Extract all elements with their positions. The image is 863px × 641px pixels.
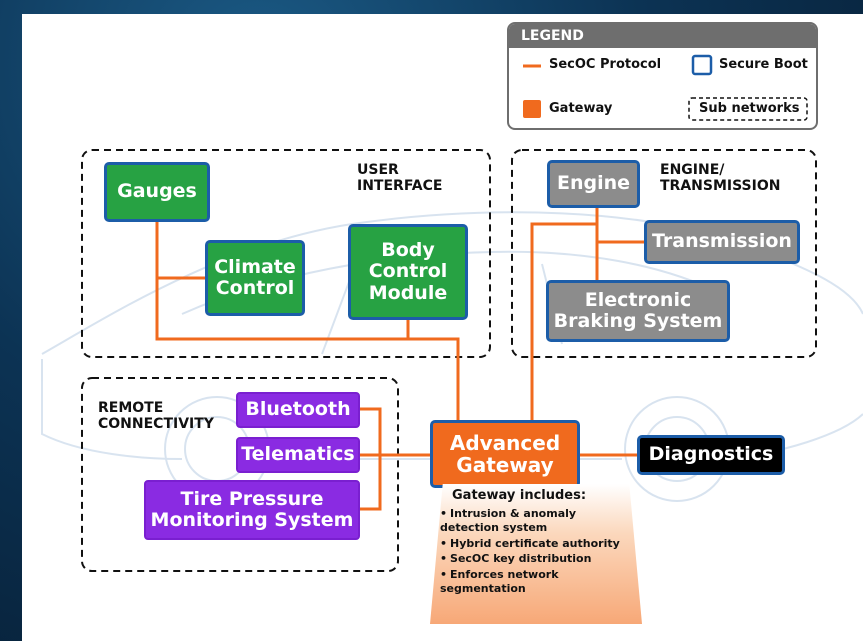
legend-gateway-label: Gateway [549,101,613,116]
legend-title: LEGEND [509,24,816,48]
engine-transmission-label: ENGINE/ TRANSMISSION [660,162,781,195]
climate-control-node[interactable]: Climate Control [205,240,305,316]
transmission-node[interactable]: Transmission [644,220,800,264]
bluetooth-node[interactable]: Bluetooth [236,392,360,428]
gauges-line [155,222,460,428]
remote-connectivity-label: REMOTE CONNECTIVITY [98,400,214,433]
engine-bus-line [530,222,597,428]
legend-secure-boot-label: Secure Boot [719,57,808,72]
gateway-icon [523,100,541,118]
diagnostics-node[interactable]: Diagnostics [637,435,785,475]
secure-boot-icon [691,54,713,76]
sub-networks-icon [688,97,808,121]
legend-symbols [523,54,808,121]
legend-sub-networks-label: Sub networks [699,101,800,116]
gateway-info-item: SecOC key distribution [440,552,642,566]
body-control-module-node[interactable]: Body Control Module [348,224,468,320]
legend-secoc-label: SecOC Protocol [549,57,662,72]
diagram-panel: LEGEND SecOC Protocol Secure Boot Gatewa… [22,14,863,641]
connection-lines [81,149,817,572]
user-interface-boundary [81,149,491,358]
bluetooth-line [360,407,382,511]
gateway-info-item: Enforces network segmentation [440,568,642,596]
electronic-braking-system-node[interactable]: Electronic Braking System [546,280,730,342]
gateway-info-callout: Gateway includes: Intrusion & anomaly de… [430,484,642,624]
gateway-info-item: Intrusion & anomaly detection system [440,507,590,535]
user-interface-label: USER INTERFACE [357,162,443,195]
gateway-info-list: Intrusion & anomaly detection system Hyb… [430,507,642,596]
remote-boundary [81,377,399,572]
legend: LEGEND SecOC Protocol Secure Boot Gatewa… [507,22,818,130]
telematics-node[interactable]: Telematics [236,437,360,473]
tire-pressure-monitoring-node[interactable]: Tire Pressure Monitoring System [144,480,360,540]
advanced-gateway-node[interactable]: Advanced Gateway [430,420,580,488]
engine-node[interactable]: Engine [547,160,640,208]
gateway-info-item: Hybrid certificate authority [440,537,642,551]
gateway-info-title: Gateway includes: [452,488,587,503]
gauges-node[interactable]: Gauges [104,162,210,222]
